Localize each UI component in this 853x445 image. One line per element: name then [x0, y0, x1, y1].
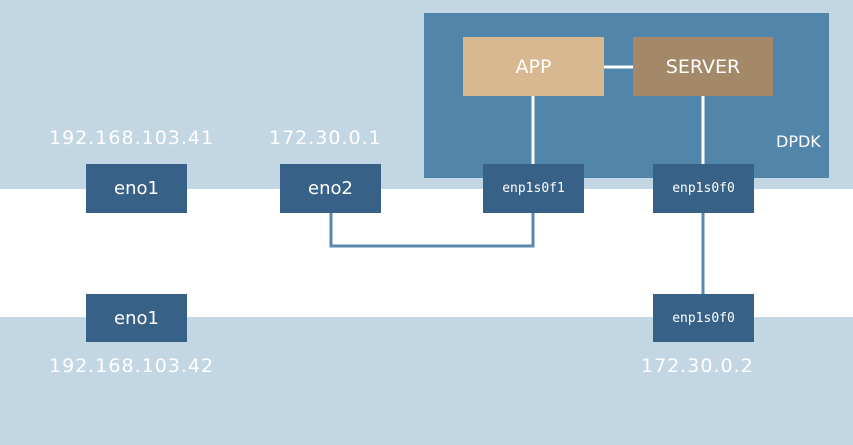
nic-eno1-top: eno1	[86, 164, 187, 213]
ip-bottom-left: 192.168.103.42	[49, 355, 215, 377]
nic-enp1s0f0-top: enp1s0f0	[653, 164, 754, 213]
nic-enp1s0f1-top: enp1s0f1	[483, 164, 584, 213]
ip-bottom-right: 172.30.0.2	[641, 355, 754, 377]
eno2-f1-link	[329, 213, 535, 248]
nic-eno1-bottom: eno1	[86, 294, 187, 342]
nic-eno2-top: eno2	[280, 164, 381, 213]
ip-top-mid: 172.30.0.1	[269, 127, 382, 149]
app-box: APP	[463, 37, 604, 96]
server-box: SERVER	[633, 37, 773, 96]
dpdk-label: DPDK	[776, 132, 821, 151]
ip-top-left: 192.168.103.41	[49, 127, 215, 149]
nic-enp1s0f0-bottom: enp1s0f0	[653, 294, 754, 342]
